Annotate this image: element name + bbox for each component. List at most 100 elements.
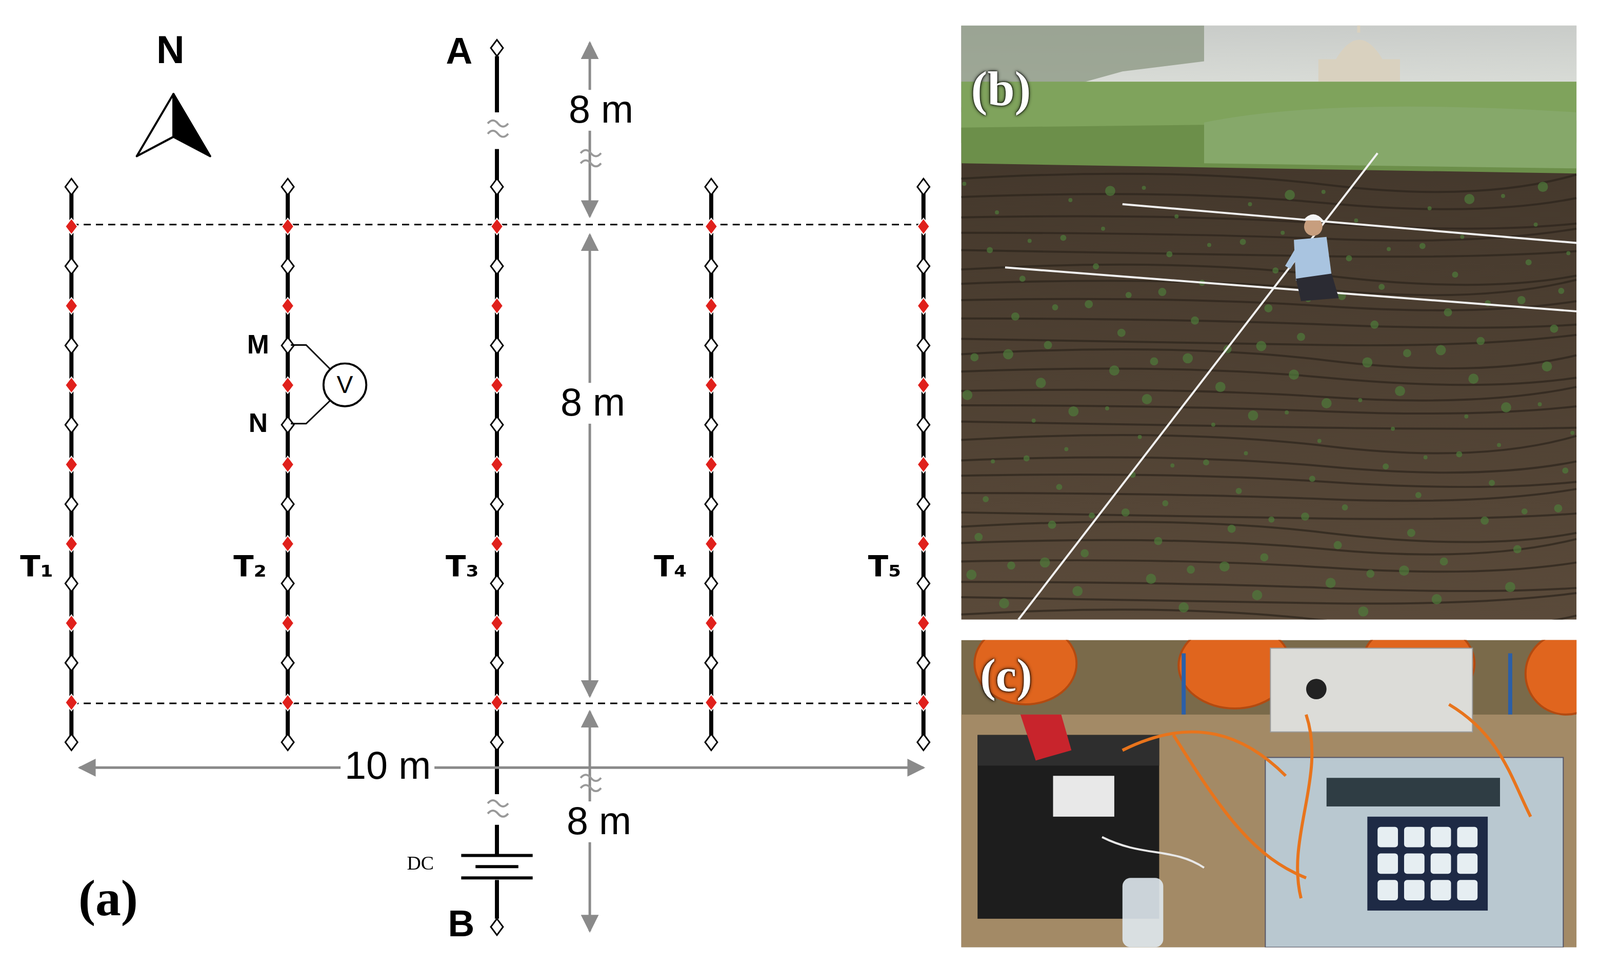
dimension-label: 8 m [562,801,636,842]
potential-electrode [705,455,718,473]
potential-electrode [65,693,78,711]
electrode-label: B [448,904,475,943]
electrode [65,654,78,671]
electrode [490,337,504,354]
potential-electrode [281,535,294,552]
field-photo [961,25,1577,620]
electrode [281,257,294,275]
electrode [705,178,718,195]
potential-electrode [281,693,294,711]
electrode [917,574,930,592]
dimension-arrow [588,234,592,696]
dimension-label: 10 m [340,746,435,787]
electrode [490,416,504,433]
potential-electrode [705,693,718,711]
electrode [281,416,294,433]
compass-letter: N [156,30,185,72]
potential-electrode [65,455,78,473]
electrode [65,495,78,513]
potential-electrode [705,614,718,632]
electrode [917,257,930,275]
electrode [65,178,78,195]
potential-electrode [490,376,504,394]
electrode [65,416,78,433]
equipment-photo [961,640,1577,948]
potential-electrode [705,376,718,394]
potential-electrode [65,218,78,235]
electrode [281,654,294,671]
electrode [705,257,718,275]
potential-electrode [705,535,718,552]
converter-box [1270,648,1473,732]
source-label: DC [407,853,435,874]
potential-electrode [65,535,78,552]
potential-electrode [917,693,930,711]
potential-electrode [705,218,718,235]
electrode [705,495,718,513]
electrode [65,733,78,751]
potential-electrode [490,297,504,314]
electrode [490,654,504,671]
electrode [917,733,930,751]
panel-label: (c) [980,650,1033,700]
cable [494,879,499,919]
electrode [281,733,294,751]
dimension-arrow [79,766,924,769]
electrode [917,654,930,671]
line-label: T₂ [233,550,267,583]
electrode [917,178,930,195]
line-label: T₁ [20,550,54,583]
battery-symbol [461,854,533,878]
break-mark [580,150,602,167]
electrode [917,337,930,354]
electrode [281,574,294,592]
line-label: T₄ [653,550,688,583]
potential-electrode [490,693,504,711]
potential-electrode [281,218,294,235]
voltmeter-symbol: V [322,362,368,408]
electrode [705,574,718,592]
person [1287,214,1339,302]
panel-label: (a) [78,871,138,925]
potential-electrode [281,614,294,632]
electrode [65,574,78,592]
dimension-label: 8 m [556,382,630,424]
electrode-label: A [446,31,473,71]
potential-electrode [917,297,930,314]
cable [494,824,499,856]
potential-electrode [65,297,78,314]
electrode [490,178,504,195]
electrode [490,257,504,275]
potential-electrode [490,455,504,473]
electrode [490,574,504,592]
potential-electrode [917,455,930,473]
break-mark [487,120,509,137]
cable [494,55,499,112]
potential-electrode [281,376,294,394]
electrode [705,654,718,671]
potential-electrode [281,297,294,314]
dimension-label: 8 m [564,89,638,131]
potential-electrode [917,376,930,394]
electrode-label: M [247,330,270,359]
voltmeter-wire [290,398,332,424]
electrode [65,337,78,354]
potential-electrode [490,218,504,235]
potential-electrode [917,218,930,235]
north-arrow [136,93,211,156]
electrode [917,416,930,433]
voltmeter-wire [290,345,332,371]
meter-letter: V [336,372,354,397]
potential-electrode [281,455,294,473]
electrode [705,733,718,751]
electrode [281,178,294,195]
electrode [705,337,718,354]
potential-electrode [65,376,78,394]
electrode [917,495,930,513]
electrode [65,257,78,275]
current-electrode [490,918,504,935]
electrode [281,495,294,513]
electrode [490,733,504,751]
